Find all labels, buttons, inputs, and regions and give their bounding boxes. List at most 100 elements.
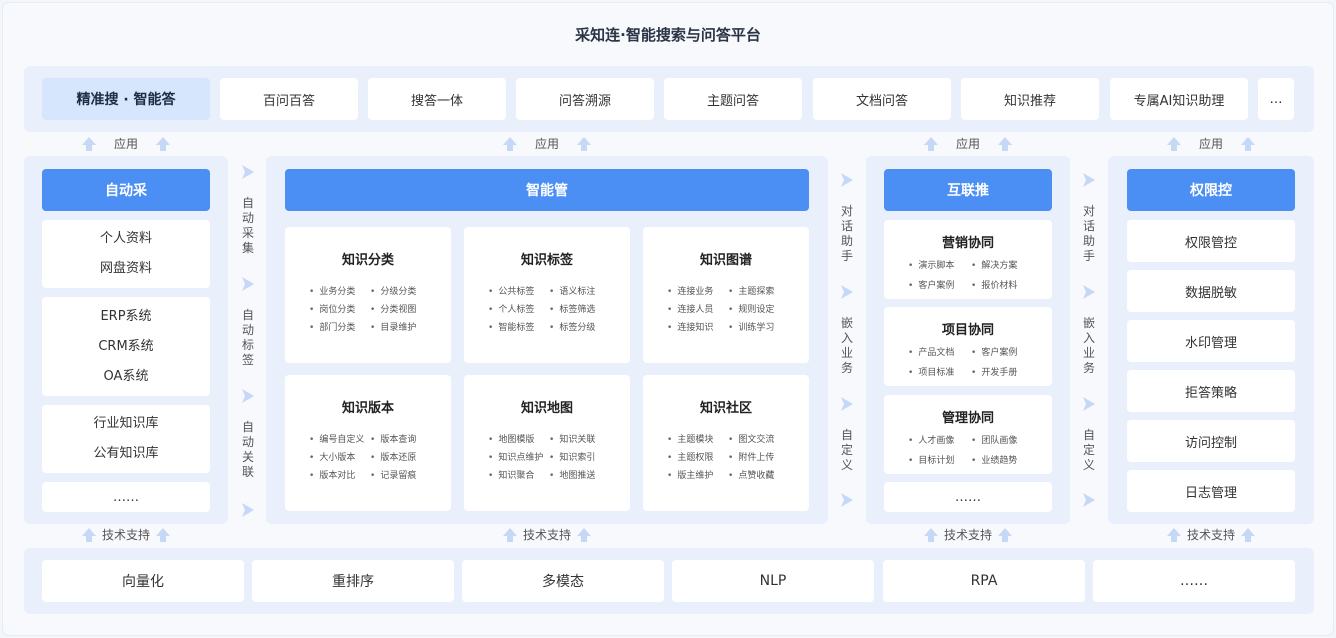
tech-item[interactable]: RPA [883, 560, 1085, 602]
up-arrow-icon [1165, 526, 1183, 544]
connector-label: 嵌入业务 [840, 316, 853, 375]
top-item[interactable]: 搜答一体 [368, 78, 506, 120]
card-item: 目标计划 [908, 451, 971, 471]
push-header[interactable]: 互联推 [884, 169, 1052, 211]
up-arrow-icon [154, 135, 172, 153]
up-arrow-icon [501, 526, 519, 544]
up-arrow-icon [1239, 526, 1257, 544]
up-arrow-icon [154, 526, 172, 544]
top-item[interactable]: 专属AI知识助理 [1110, 78, 1248, 120]
card-items: 业务分类分级分类岗位分类分类视图部门分类目录维护 [309, 283, 431, 337]
card-item: 报价材料 [971, 276, 1034, 296]
manage-card[interactable]: 知识版本编号自定义版本查询大小版本版本还原版本对比记录留痕 [285, 375, 451, 511]
manage-card[interactable]: 知识标签公共标签语义标注个人标签标签筛选智能标签标签分级 [464, 227, 630, 363]
card-title: 项目协同 [941, 323, 994, 338]
apply-label: 应用 [113, 137, 138, 151]
top-item[interactable]: 问答溯源 [516, 78, 654, 120]
right-arrow-icon [838, 171, 856, 189]
push-more[interactable]: …… [884, 482, 1052, 512]
right-arrow-icon [239, 275, 257, 293]
right-arrow-icon [239, 501, 257, 519]
control-item[interactable]: 权限管控 [1127, 220, 1295, 262]
push-card[interactable]: 项目协同产品文档客户案例项目标准开发手册 [884, 307, 1052, 386]
collect-group-personal[interactable]: 个人资料 网盘资料 [42, 220, 210, 288]
top-highlight-box[interactable]: 精准搜 · 智能答 [42, 78, 210, 120]
apply-label: 应用 [955, 137, 980, 151]
tech-item[interactable]: 向量化 [42, 560, 244, 602]
top-item[interactable]: 知识推荐 [961, 78, 1099, 120]
card-item: 语义标注 [549, 283, 610, 301]
collect-group-more[interactable]: …… [42, 482, 210, 512]
manage-card[interactable]: 知识社区主题模块图文交流主题权限附件上传版主维护点赞收藏 [643, 375, 809, 511]
card-item: 客户案例 [971, 343, 1034, 363]
collect-item: CRM系统 [98, 338, 154, 354]
top-item[interactable]: … [1258, 78, 1294, 120]
right-arrow-icon [1080, 171, 1098, 189]
up-arrow-icon [1239, 135, 1257, 153]
control-item[interactable]: 水印管理 [1127, 320, 1295, 362]
control-item[interactable]: 访问控制 [1127, 420, 1295, 462]
up-arrow-icon [996, 135, 1014, 153]
up-arrow-icon [575, 135, 593, 153]
connector-label: 自动采集 [241, 196, 254, 255]
control-item[interactable]: 数据脱敏 [1127, 270, 1295, 312]
tech-item[interactable]: …… [1093, 560, 1295, 602]
manage-card[interactable]: 知识分类业务分类分级分类岗位分类分类视图部门分类目录维护 [285, 227, 451, 363]
tech-label: 技术支持 [943, 528, 992, 542]
apply-label: 应用 [534, 137, 559, 151]
tech-item[interactable]: 多模态 [462, 560, 664, 602]
top-item[interactable]: 百问百答 [220, 78, 358, 120]
card-item: 部门分类 [309, 319, 370, 337]
manage-card[interactable]: 知识地图地图模版知识关联知识点维护知识索引知识聚合地图推送 [464, 375, 630, 511]
collect-header[interactable]: 自动采 [42, 169, 210, 211]
right-arrow-icon [1080, 395, 1098, 413]
card-item: 主题权限 [667, 449, 728, 467]
card-title: 管理协同 [941, 411, 994, 426]
card-item: 大小版本 [309, 449, 370, 467]
card-item: 主题模块 [667, 431, 728, 449]
card-item: 训练学习 [728, 319, 789, 337]
collect-group-knowledge[interactable]: 行业知识库 公有知识库 [42, 405, 210, 473]
card-items: 地图模版知识关联知识点维护知识索引知识聚合地图推送 [488, 431, 610, 485]
right-arrow-icon [838, 491, 856, 509]
card-title: 知识标签 [520, 253, 573, 268]
card-item: 标签筛选 [549, 301, 610, 319]
card-item: 标签分级 [549, 319, 610, 337]
control-item[interactable]: 拒答策略 [1127, 370, 1295, 412]
control-item[interactable]: 日志管理 [1127, 470, 1295, 512]
tech-item[interactable]: NLP [672, 560, 874, 602]
manage-card[interactable]: 知识图谱连接业务主题探索连接人员规则设定连接知识训练学习 [643, 227, 809, 363]
tech-label: 技术支持 [101, 528, 150, 542]
card-item: 开发手册 [971, 363, 1034, 383]
card-item: 产品文档 [908, 343, 971, 363]
card-item: 附件上传 [728, 449, 789, 467]
tech-item[interactable]: 重排序 [252, 560, 454, 602]
top-item[interactable]: 主题问答 [664, 78, 802, 120]
manage-header[interactable]: 智能管 [285, 169, 809, 211]
card-items: 公共标签语义标注个人标签标签筛选智能标签标签分级 [488, 283, 610, 337]
collect-item: ERP系统 [100, 308, 152, 324]
connector-label: 自动关联 [241, 420, 254, 479]
card-item: 业务分类 [309, 283, 370, 301]
control-header[interactable]: 权限控 [1127, 169, 1295, 211]
card-item: 岗位分类 [309, 301, 370, 319]
card-items: 人才画像团队画像目标计划业绩趋势 [908, 431, 1034, 471]
card-items: 编号自定义版本查询大小版本版本还原版本对比记录留痕 [309, 431, 431, 485]
top-item[interactable]: 文档问答 [813, 78, 951, 120]
push-card[interactable]: 管理协同人才画像团队画像目标计划业绩趋势 [884, 395, 1052, 474]
card-items: 产品文档客户案例项目标准开发手册 [908, 343, 1034, 383]
collect-item: 行业知识库 [93, 416, 159, 431]
push-card[interactable]: 营销协同演示脚本解决方案客户案例报价材料 [884, 220, 1052, 299]
connector-label: 自动标签 [241, 308, 254, 367]
right-arrow-icon [1080, 283, 1098, 301]
card-item: 解决方案 [971, 256, 1034, 276]
card-item: 知识点维护 [488, 449, 549, 467]
card-item: 公共标签 [488, 283, 549, 301]
up-arrow-icon [575, 526, 593, 544]
card-item: 地图推送 [549, 467, 610, 485]
card-title: 知识社区 [699, 401, 752, 416]
collect-group-systems[interactable]: ERP系统 CRM系统 OA系统 [42, 297, 210, 396]
card-item: 版本还原 [370, 449, 431, 467]
card-item: 项目标准 [908, 363, 971, 383]
card-item: 分级分类 [370, 283, 431, 301]
